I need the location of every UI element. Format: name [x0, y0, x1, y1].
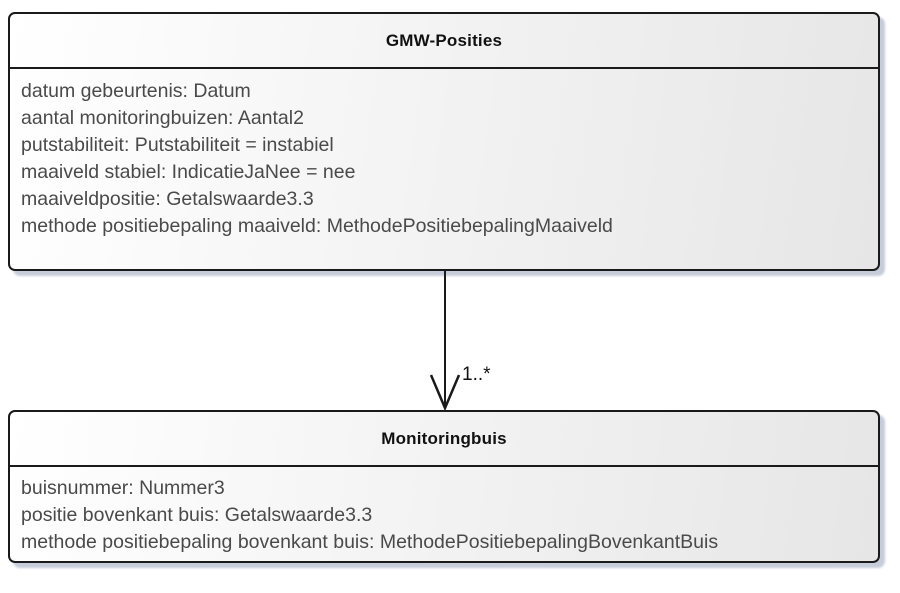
open-arrowhead-icon — [429, 374, 461, 412]
attribute-line: buisnummer: Nummer3 — [21, 477, 225, 499]
attribute-line: methode positiebepaling bovenkant buis: … — [21, 531, 719, 553]
class-attribute-compartment: datum gebeurtenis: Datum aantal monitori… — [10, 69, 878, 240]
class-header: Monitoringbuis — [10, 412, 878, 467]
class-name-gmw-posities: GMW-Posities — [385, 30, 503, 50]
attribute-line: methode positiebepaling maaiveld: Method… — [21, 215, 613, 237]
attribute-line: maaiveldpositie: Getalswaarde3.3 — [21, 188, 314, 210]
class-name-monitoringbuis: Monitoringbuis — [381, 428, 507, 448]
class-attribute-compartment: buisnummer: Nummer3 positie bovenkant bu… — [10, 467, 878, 556]
multiplicity-label: 1..* — [462, 364, 491, 385]
class-box-gmw-posities: GMW-Posities datum gebeurtenis: Datum aa… — [8, 12, 880, 271]
attribute-line: putstabiliteit: Putstabiliteit = instabi… — [21, 134, 334, 156]
attribute-line: positie bovenkant buis: Getalswaarde3.3 — [21, 504, 373, 526]
association-arrow — [429, 271, 461, 412]
attribute-line: maaiveld stabiel: IndicatieJaNee = nee — [21, 161, 356, 183]
class-header: GMW-Posities — [10, 14, 878, 69]
attribute-line: datum gebeurtenis: Datum — [21, 80, 251, 102]
class-box-monitoringbuis: Monitoringbuis buisnummer: Nummer3 posit… — [8, 410, 880, 563]
attribute-line: aantal monitoringbuizen: Aantal2 — [21, 107, 304, 129]
